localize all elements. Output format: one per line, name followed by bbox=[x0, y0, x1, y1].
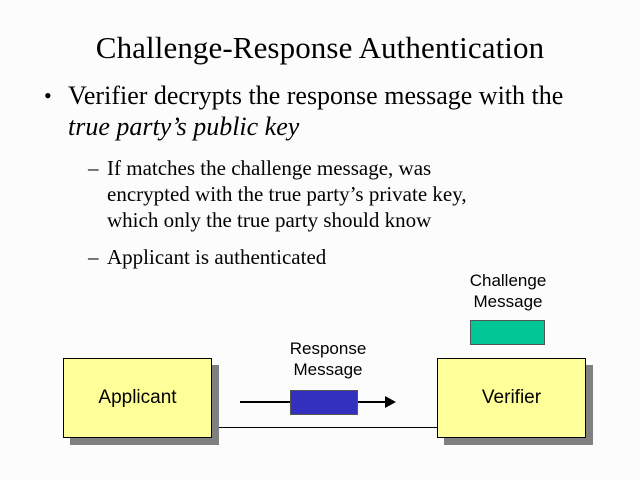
applicant-node-label: Applicant bbox=[98, 387, 177, 408]
challenge-message-label: Challenge Message bbox=[438, 270, 578, 312]
response-message-block bbox=[290, 390, 358, 415]
connector-line bbox=[212, 427, 437, 428]
challenge-label-line1: Challenge bbox=[469, 271, 547, 290]
bullet-level2-text: Applicant is authenticated bbox=[107, 245, 327, 269]
bullet-marker-dash: – bbox=[88, 245, 99, 269]
bullet-marker-dash: – bbox=[88, 156, 99, 180]
bullet-text-italic-part: true party’s public key bbox=[68, 112, 300, 141]
bullet-level1: • Verifier decrypts the response message… bbox=[40, 80, 606, 142]
bullet-marker-dot: • bbox=[44, 83, 52, 108]
response-label-line1: Response bbox=[289, 339, 367, 358]
bullet-level2-authenticated: – Applicant is authenticated bbox=[88, 244, 588, 270]
challenge-label-line2: Message bbox=[473, 292, 543, 311]
bullet-text-plain-part: Verifier decrypts the response message w… bbox=[68, 81, 564, 110]
bullet-level2-text: If matches the challenge message, was en… bbox=[107, 156, 467, 232]
response-label-line2: Message bbox=[293, 360, 363, 379]
bullet-level2-matches: – If matches the challenge message, was … bbox=[88, 155, 588, 233]
response-message-label: Response Message bbox=[253, 338, 403, 380]
challenge-message-block bbox=[470, 320, 545, 345]
applicant-node: Applicant bbox=[63, 358, 212, 438]
response-arrow-head-icon bbox=[385, 396, 396, 408]
verifier-node: Verifier bbox=[437, 358, 586, 438]
page-title: Challenge-Response Authentication bbox=[95, 30, 545, 65]
bullet-level1-text: Verifier decrypts the response message w… bbox=[68, 80, 606, 142]
verifier-node-label: Verifier bbox=[481, 387, 542, 408]
sub-bullet-list: – If matches the challenge message, was … bbox=[88, 155, 588, 281]
